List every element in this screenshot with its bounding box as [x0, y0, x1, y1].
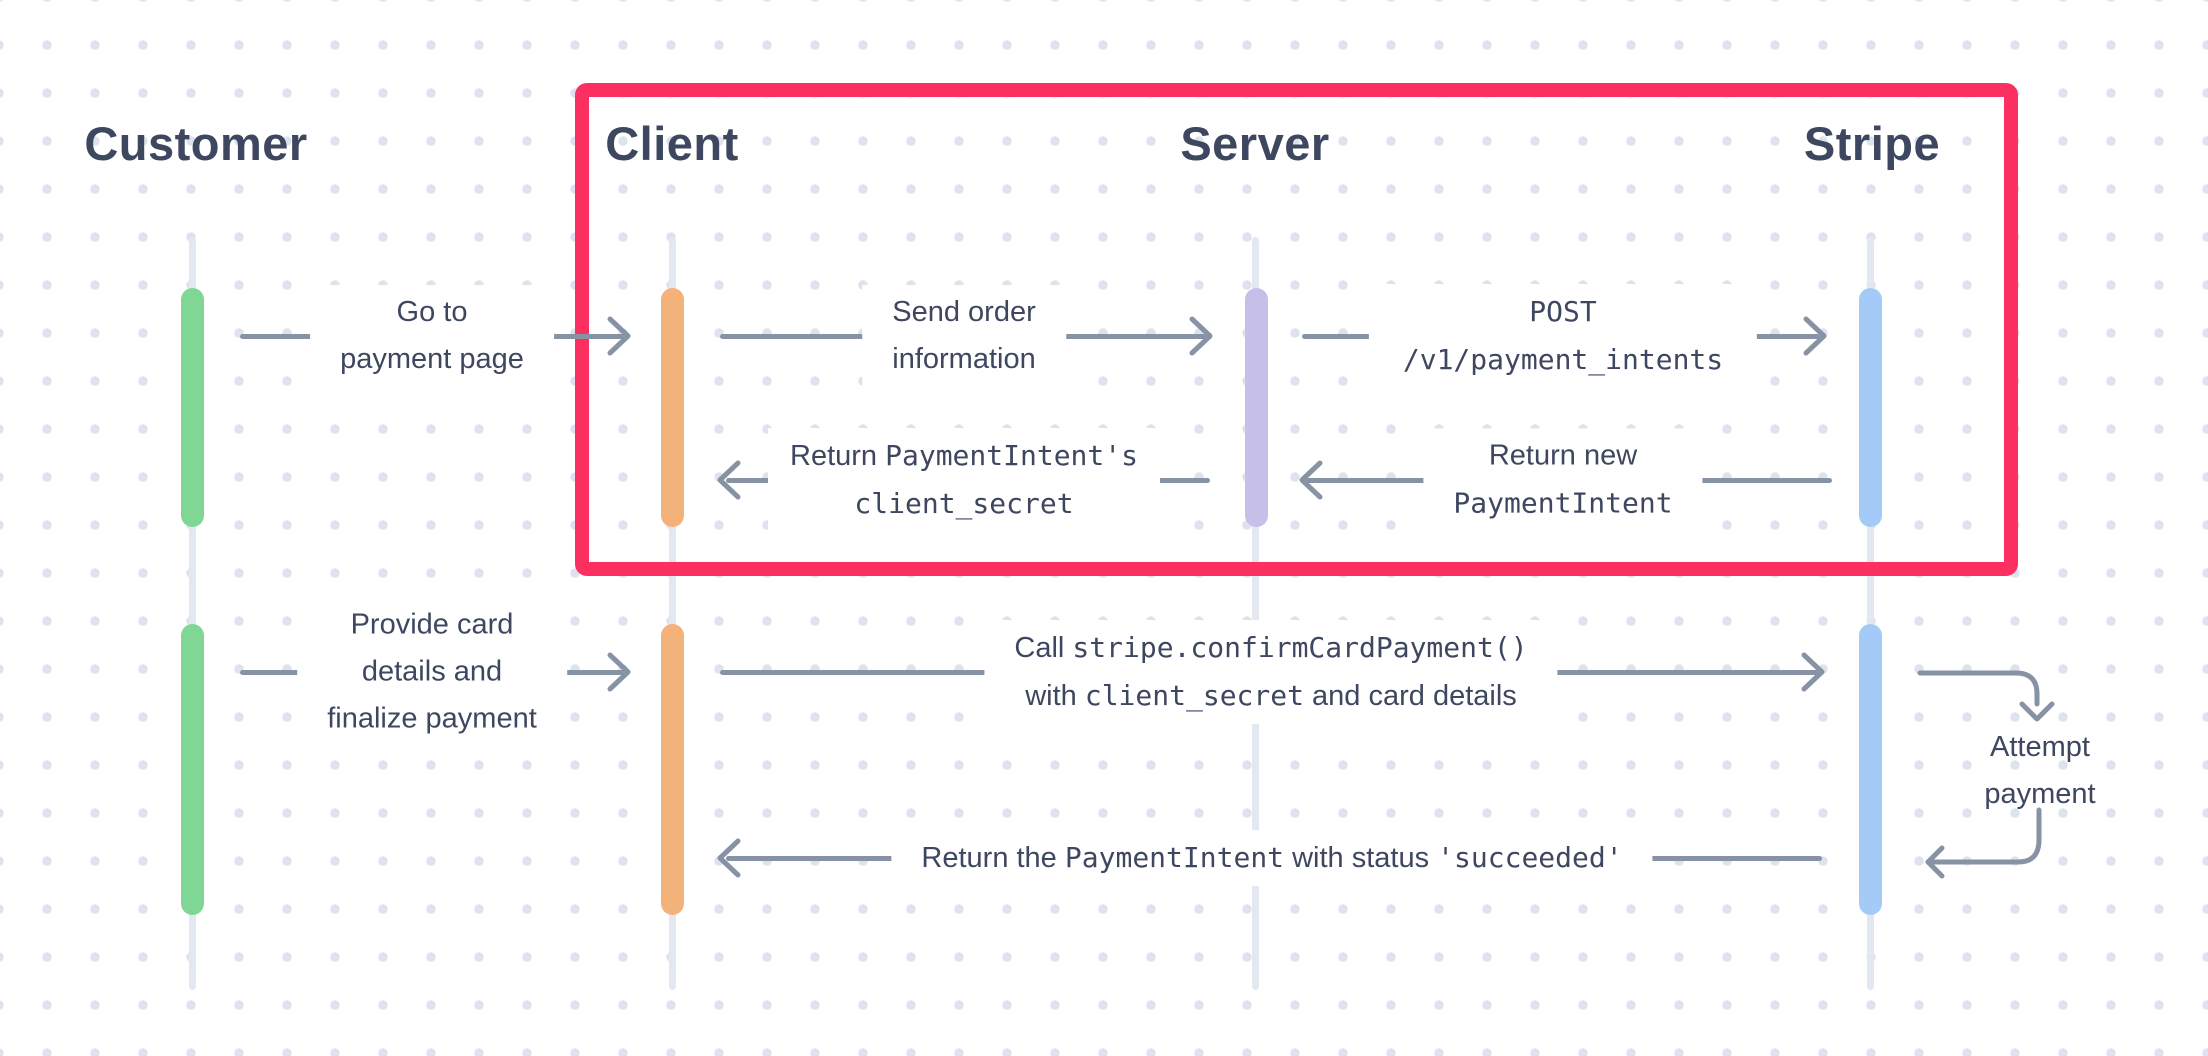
actor-header-server: Server — [1180, 117, 1330, 170]
lifeline-client — [668, 237, 676, 990]
actor-header-client: Client — [605, 117, 739, 170]
arrowhead-right-icon — [1801, 652, 1825, 692]
message-label-attempt-payment: Attempt payment — [1984, 724, 2095, 818]
activation-bar-server-1 — [1244, 288, 1268, 527]
message-label-provide-card-details: Provide card details and finalize payment — [297, 597, 567, 747]
message-label-line: with client_secret and card details — [1025, 679, 1517, 712]
message-label-line: Return new — [1488, 439, 1638, 472]
message-label-return-succeeded: Return the PaymentIntent with status 'su… — [891, 830, 1653, 886]
message-label-line: Call stripe.confirmCardPayment() — [1014, 631, 1528, 664]
activation-bar-customer-2 — [180, 624, 204, 915]
arrowhead-right-icon — [1803, 316, 1827, 356]
arrowhead-left-icon — [1925, 845, 1945, 879]
activation-bar-customer-1 — [180, 288, 204, 527]
arrowhead-down-icon — [2019, 701, 2055, 722]
self-loop-attempt-payment — [1917, 670, 2055, 879]
message-label-line: payment — [1984, 778, 2096, 810]
activation-bar-stripe-2 — [1858, 624, 1882, 915]
actor-header-customer: Customer — [84, 117, 308, 170]
arrowhead-left-icon — [1299, 460, 1323, 500]
message-label-line: information — [892, 343, 1036, 375]
arrowhead-right-icon — [1189, 316, 1213, 356]
message-label-line: details and — [361, 655, 503, 688]
message-label-line: PaymentIntent — [1453, 486, 1673, 520]
highlight-box — [575, 83, 2018, 576]
lifeline-customer — [188, 237, 196, 990]
message-label-line: client_secret — [854, 487, 1074, 520]
message-label-line: Return the PaymentIntent with status 'su… — [921, 841, 1623, 874]
message-label-line: /v1/payment_intents — [1402, 343, 1724, 376]
activation-bar-stripe-1 — [1858, 288, 1882, 527]
lifeline-stripe — [1866, 237, 1874, 990]
lifeline-server — [1251, 237, 1259, 990]
message-label-line: POST — [1529, 295, 1597, 328]
actor-header-stripe: Stripe — [1803, 117, 1941, 170]
message-label-line: payment page — [340, 343, 524, 375]
message-label-confirm-card-payment: Call stripe.confirmCardPayment() with cli… — [984, 620, 1558, 724]
message-label-line: Send order — [892, 296, 1036, 328]
message-label-line: Go to — [396, 296, 468, 328]
arrowhead-left-icon — [717, 460, 741, 500]
message-label-line: Attempt — [1990, 731, 2090, 763]
arrowhead-left-icon — [717, 838, 741, 878]
message-label-send-order-information: Send order information — [862, 285, 1066, 387]
message-label-line: finalize payment — [327, 702, 537, 735]
arrowhead-right-icon — [607, 316, 631, 356]
message-label-line: Provide card — [350, 608, 514, 641]
activation-bar-client-2 — [660, 624, 684, 915]
activation-bar-client-1 — [660, 288, 684, 527]
message-label-line: Return PaymentIntent's — [790, 439, 1138, 472]
arrowhead-right-icon — [607, 652, 631, 692]
message-label-return-client-secret: Return PaymentIntent's client_secret — [768, 428, 1160, 532]
message-label-go-to-payment-page: Go to payment page — [310, 285, 554, 387]
message-label-post-payment-intents: POST/v1/payment_intents — [1368, 284, 1758, 388]
